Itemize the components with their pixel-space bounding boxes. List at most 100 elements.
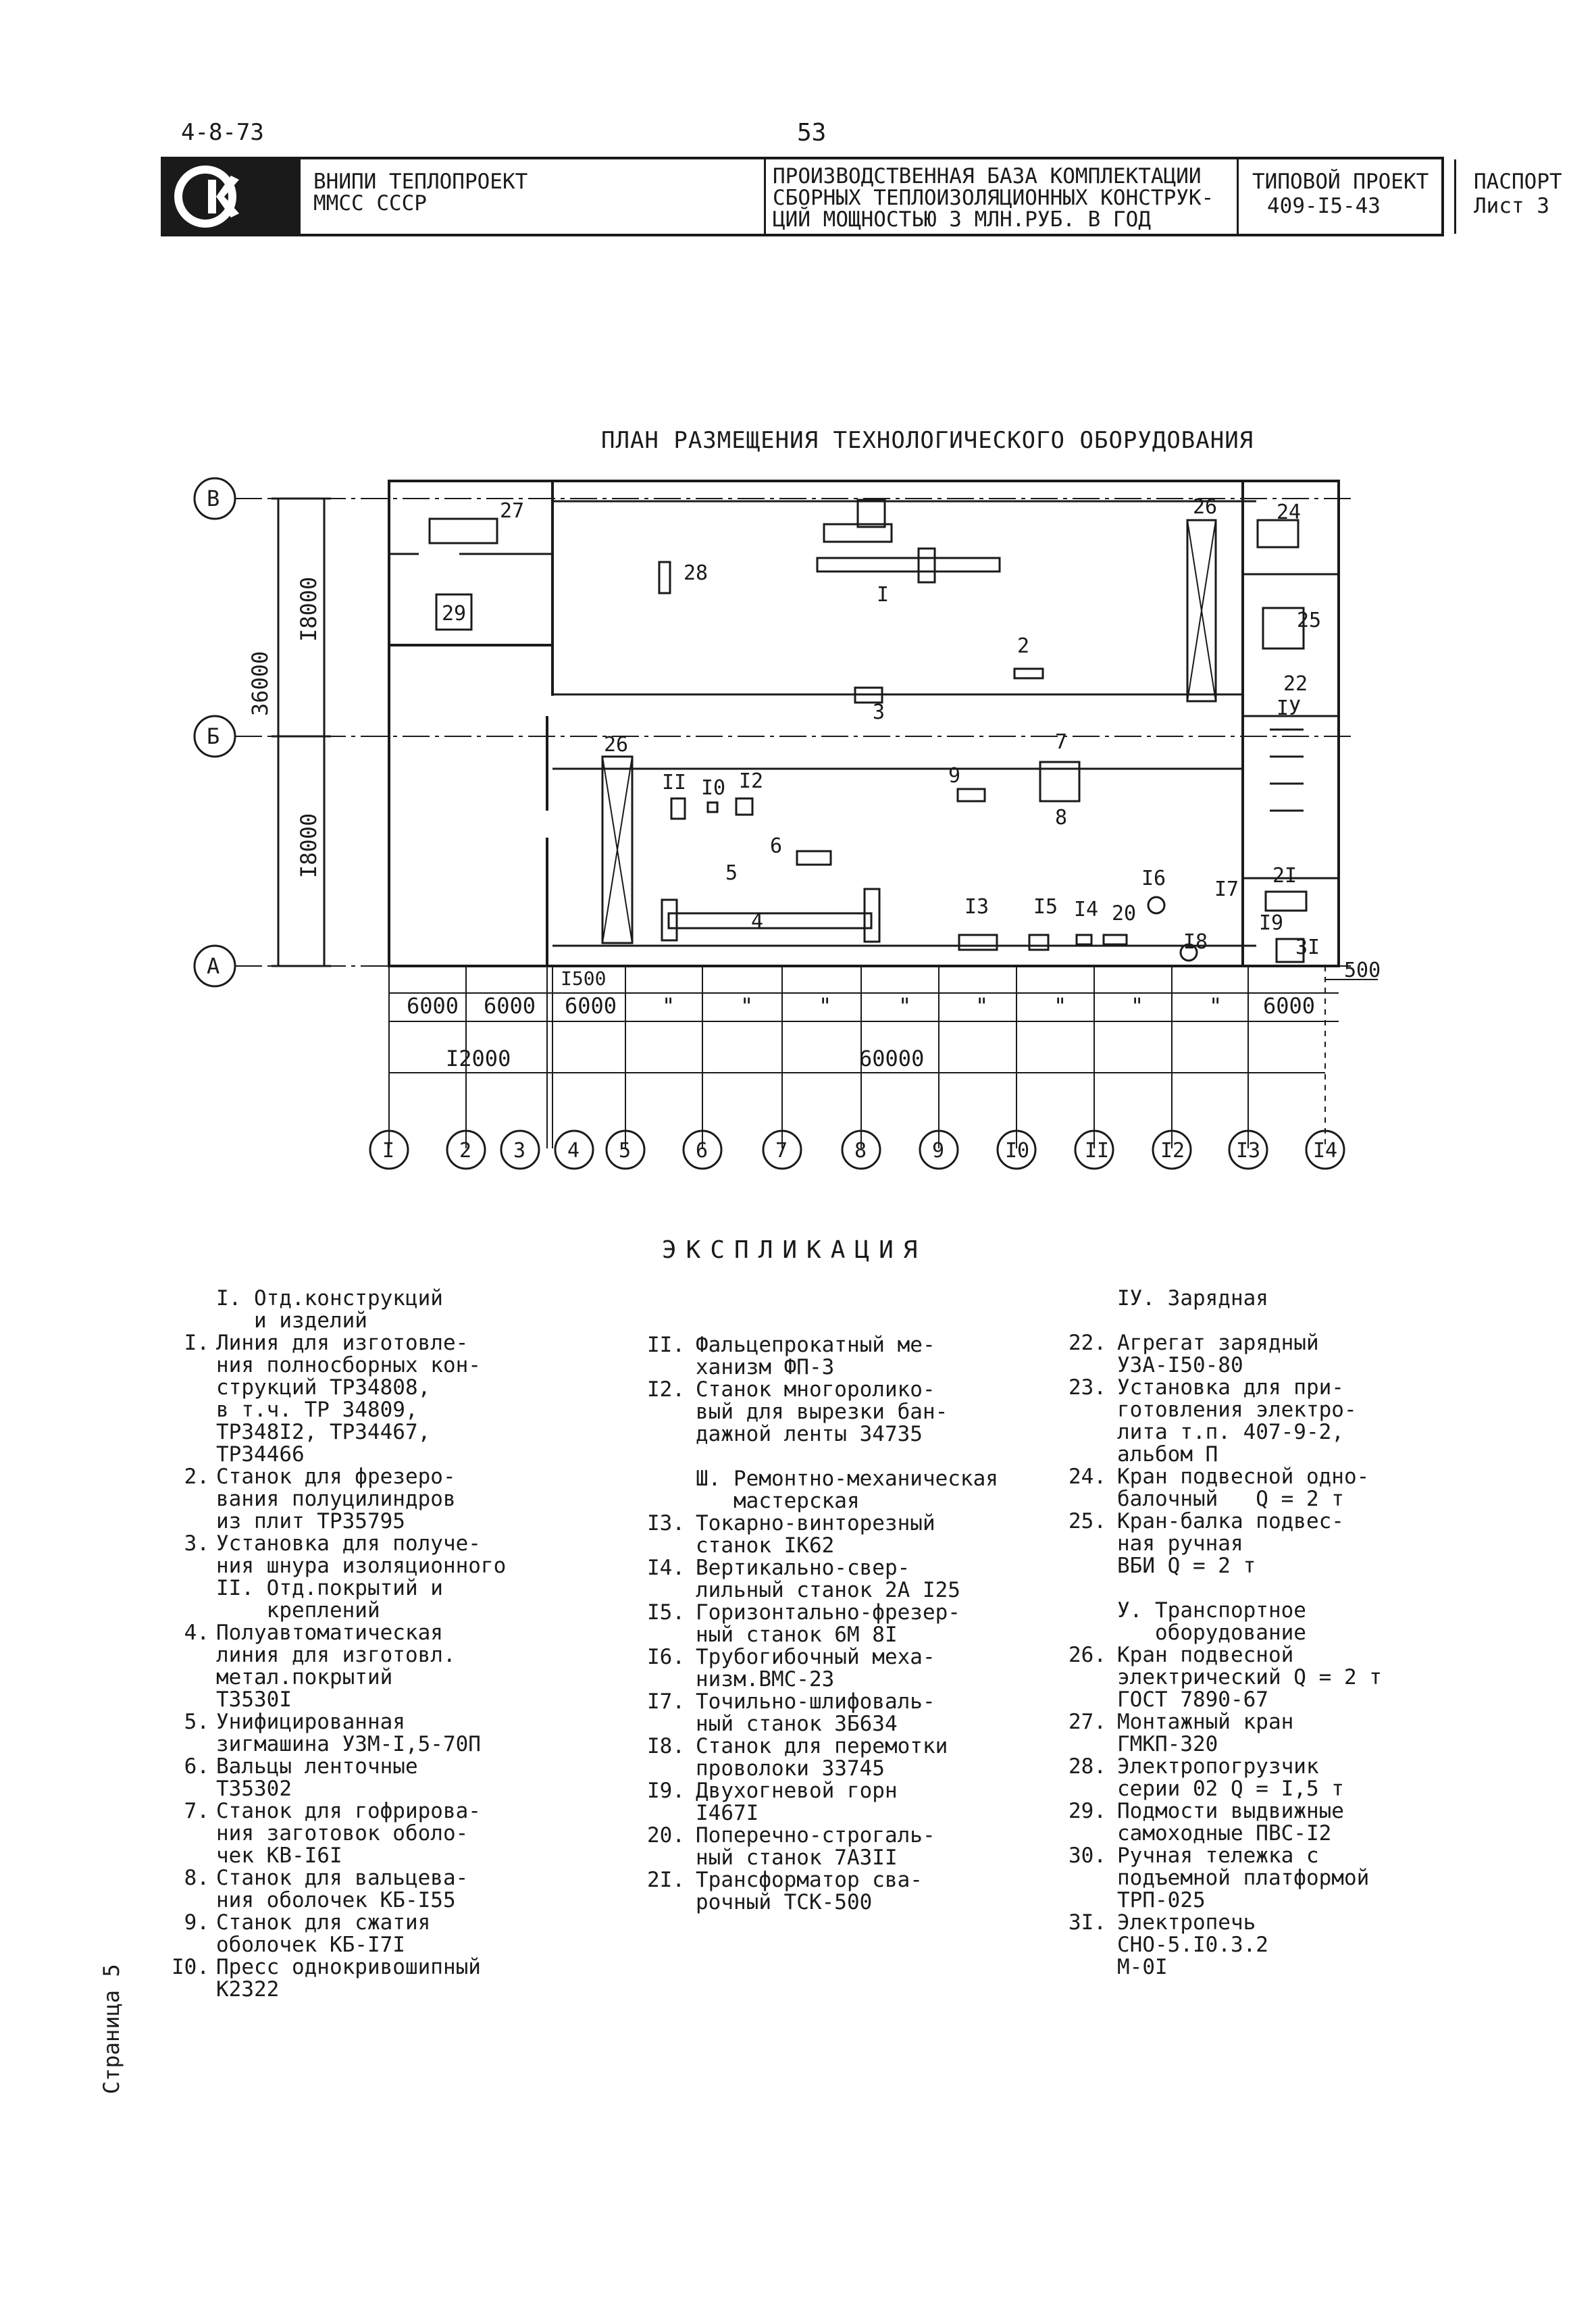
explication-item-text: Станок для вальцева- bbox=[216, 1866, 469, 1890]
explication-row: 2I.Трансформатор сва- bbox=[647, 1869, 998, 1891]
explication-item-text: серии 02 Q = I,5 т bbox=[1117, 1777, 1344, 1801]
dim-1500: I500 bbox=[561, 967, 606, 990]
explication-item-number: I4. bbox=[647, 1556, 685, 1580]
svg-text:I8: I8 bbox=[1183, 930, 1208, 954]
dim-6000-d: 6000 bbox=[1263, 993, 1315, 1019]
explication-item-number: 28. bbox=[1069, 1754, 1106, 1779]
explication-row: 25.Кран-балка подвес- bbox=[1069, 1509, 1382, 1533]
explication-row: 24. Кран подвесной одно- bbox=[1069, 1465, 1382, 1489]
explication-item-text: Станок для гофрирова- bbox=[216, 1799, 481, 1823]
explication-item-text: проволоки 33745 bbox=[696, 1756, 885, 1781]
svg-text:2: 2 bbox=[1017, 634, 1029, 658]
explication-row: М-0I bbox=[1117, 1956, 1382, 1979]
explication-row: 5.Унифицированная bbox=[184, 1711, 506, 1733]
explication-row: I0.Пресс однокривошипный bbox=[172, 1955, 506, 1979]
explication-row: 26.Кран подвесной bbox=[1069, 1643, 1382, 1667]
explication-item-text: в т.ч. ТР 34809, bbox=[216, 1398, 418, 1422]
svg-text:25: 25 bbox=[1297, 609, 1321, 632]
equipment-layout-plan: В Б А 36000 I8000 I8000 6000 6000 6000 I… bbox=[193, 477, 1381, 1170]
explication-item-text: мастерская bbox=[696, 1489, 860, 1513]
explication-row: I8.Станок для перемотки bbox=[647, 1735, 998, 1758]
explication-item-number: 24. bbox=[1069, 1465, 1106, 1489]
explication-item-number: 3I. bbox=[1069, 1910, 1106, 1935]
explication-item-number: I8. bbox=[647, 1734, 685, 1758]
explication-item-text: I467I bbox=[696, 1801, 759, 1825]
explication-row: ный станок 3Б634 bbox=[696, 1713, 998, 1735]
explication-row: 8.Станок для вальцева- bbox=[184, 1866, 506, 1890]
explication-item-text: балочный Q = 2 т bbox=[1117, 1487, 1344, 1511]
explication-item-text: ния заготовок оболо- bbox=[216, 1821, 469, 1846]
svg-text:I6: I6 bbox=[1141, 867, 1166, 890]
explication-row: 2.Станок для фрезеро- bbox=[184, 1466, 506, 1488]
svg-text:29: 29 bbox=[442, 602, 466, 626]
title-block: 2 ВНИПИ ТЕПЛОПРОЕКТ ММСС СССР ПРОИЗВОДСТ… bbox=[161, 157, 1562, 236]
explication-item-text: Станок для сжатия bbox=[216, 1910, 431, 1935]
explication-item-text: Поперечно-строгаль- bbox=[696, 1823, 935, 1848]
explication-item-text: Ручная тележка с bbox=[1117, 1844, 1319, 1868]
explication-row: К2322 bbox=[216, 1979, 506, 2001]
explication-title: ЭКСПЛИКАЦИЯ bbox=[662, 1236, 927, 1264]
explication-item-number: 7. bbox=[184, 1799, 209, 1823]
explication-item-number: 30. bbox=[1069, 1844, 1106, 1868]
explication-row: метал.покрытий bbox=[216, 1667, 506, 1689]
svg-text:I5: I5 bbox=[1033, 895, 1058, 919]
dim-12000: I2000 bbox=[446, 1046, 511, 1071]
explication-row: 20. Поперечно-строгаль- bbox=[647, 1823, 998, 1848]
explication-item-number: I. bbox=[184, 1331, 209, 1355]
svg-text:26: 26 bbox=[604, 733, 628, 757]
svg-text:8: 8 bbox=[854, 1139, 867, 1163]
explication-row: 9. Станок для сжатия bbox=[184, 1910, 506, 1935]
explication-item-text: готовления электро- bbox=[1117, 1398, 1357, 1422]
explication-row: 22.Агрегат зарядный bbox=[1069, 1332, 1382, 1354]
explication-row: I6.Трубогибочный меха- bbox=[647, 1646, 998, 1669]
dim-6000-a: 6000 bbox=[407, 993, 459, 1019]
explication-row: УЗА-I50-80 bbox=[1117, 1354, 1382, 1377]
explication-item-text: ГМКП-320 bbox=[1117, 1732, 1218, 1756]
explication-item-number: 20. bbox=[647, 1823, 685, 1848]
ditto-8: " bbox=[1209, 993, 1222, 1019]
explication-row: I. Отд.конструкций bbox=[216, 1288, 506, 1310]
ditto-7: " bbox=[1131, 993, 1143, 1019]
svg-text:5: 5 bbox=[619, 1139, 631, 1163]
svg-text:I3: I3 bbox=[964, 895, 989, 919]
ditto-3: " bbox=[819, 993, 831, 1019]
explication-item-text: Кран подвесной bbox=[1117, 1643, 1294, 1667]
explication-item-number: 6. bbox=[184, 1754, 209, 1779]
svg-text:I: I bbox=[877, 583, 889, 607]
explication-row: ния полносборных кон- bbox=[216, 1354, 506, 1377]
svg-text:20: 20 bbox=[1112, 902, 1136, 925]
explication-item-text: креплений bbox=[216, 1598, 380, 1623]
explication-row: 28.Электропогрузчик bbox=[1069, 1756, 1382, 1778]
explication-row: проволоки 33745 bbox=[696, 1758, 998, 1780]
explication-item-number: 9. bbox=[184, 1910, 209, 1935]
dim-6000-b: 6000 bbox=[484, 993, 536, 1019]
explication-item-text: Кран подвесной одно- bbox=[1117, 1465, 1370, 1489]
explication-item-text: Кран-балка подвес- bbox=[1117, 1509, 1344, 1533]
explication-row: ТР348I2, ТР34467, bbox=[216, 1421, 506, 1444]
explication-item-text: метал.покрытий bbox=[216, 1665, 393, 1689]
explication-item-text: Пресс однокривошипный bbox=[216, 1955, 481, 1979]
explication-row: и изделий bbox=[216, 1310, 506, 1332]
explication-item-text: оборудование bbox=[1117, 1621, 1306, 1645]
explication-row: У. Транспортное bbox=[1117, 1600, 1382, 1622]
svg-text:3I: 3I bbox=[1295, 936, 1320, 959]
explication-row: ная ручная bbox=[1117, 1533, 1382, 1555]
explication-row: ТРП-025 bbox=[1117, 1889, 1382, 1912]
plan-title: ПЛАН РАЗМЕЩЕНИЯ ТЕХНОЛОГИЧЕСКОГО ОБОРУДО… bbox=[601, 427, 1254, 454]
explication-item-text: самоходные ПВС-I2 bbox=[1117, 1821, 1332, 1846]
explication-item-number: 3. bbox=[184, 1531, 209, 1556]
explication-item-text: Ш. Ремонтно-механическая bbox=[696, 1467, 998, 1491]
explication-row: ния оболочек КБ-I55 bbox=[216, 1889, 506, 1912]
explication-row: самоходные ПВС-I2 bbox=[1117, 1823, 1382, 1845]
explication-item-text: I. Отд.конструкций bbox=[216, 1286, 443, 1311]
explication-row: ный станок 6М 8I bbox=[696, 1624, 998, 1646]
explication-item-text: Станок многоролико- bbox=[696, 1377, 935, 1402]
project-line-1: ПРОИЗВОДСТВЕННАЯ БАЗА КОМПЛЕКТАЦИИ bbox=[773, 164, 1202, 188]
svg-text:3: 3 bbox=[873, 701, 885, 724]
project-line-3: ЦИЙ МОЩНОСТЬЮ 3 МЛН.РУБ. В ГОД bbox=[773, 207, 1151, 232]
dim-6000-c: 6000 bbox=[565, 993, 617, 1019]
ditto-2: " bbox=[740, 993, 753, 1019]
explication-item-text: линия для изготовл. bbox=[216, 1643, 456, 1667]
project-cell: ПРОИЗВОДСТВЕННАЯ БАЗА КОМПЛЕКТАЦИИ СБОРН… bbox=[766, 159, 1239, 234]
